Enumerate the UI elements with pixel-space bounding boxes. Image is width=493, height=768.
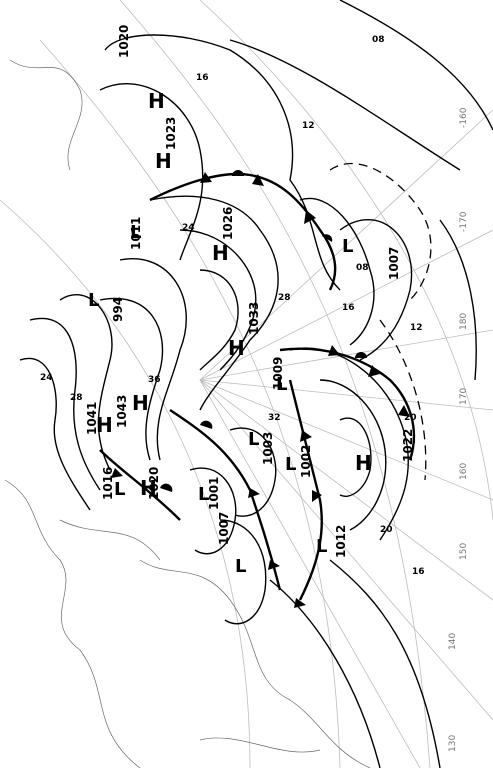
isobar-label: 16: [196, 73, 209, 83]
longitude-label: 140: [448, 633, 458, 650]
pressure-value: 1003: [261, 432, 275, 465]
pressure-value: 1022: [401, 429, 415, 462]
isobar-labels: 08 12 16 24 28 32 36 08 12 16 20 20 16 2…: [40, 35, 425, 577]
high-marker: H: [212, 241, 229, 265]
longitude-label: 130: [448, 735, 458, 752]
pressure-value: 994: [111, 297, 125, 322]
low-marker: L: [88, 290, 99, 311]
isobar-label: 16: [342, 303, 355, 313]
pressure-value: 1026: [221, 207, 235, 240]
pressure-value: 1007: [387, 247, 401, 280]
high-marker: H: [155, 149, 172, 173]
isobar-label: 16: [412, 567, 425, 577]
isobar-label: 08: [372, 35, 385, 45]
isobar-label: 12: [302, 121, 315, 131]
longitude-label: 160: [459, 463, 469, 480]
isobar-label: 08: [356, 263, 369, 273]
pressure-value: 1009: [271, 357, 285, 390]
isobar-label: 24: [182, 223, 195, 233]
low-marker: L: [316, 536, 327, 557]
pressure-value: 1020: [117, 25, 131, 58]
pressure-value: 1001: [207, 477, 221, 510]
longitude-label: 180: [459, 313, 469, 330]
low-marker: L: [276, 374, 287, 395]
low-marker: L: [130, 222, 141, 243]
longitude-label: -170: [459, 211, 469, 232]
isobar-label: 12: [410, 323, 423, 333]
pressure-centers: H 1020 H 1023 H 1026 H 1033 H 1022 H 104…: [85, 25, 415, 577]
isobar-label: 36: [148, 375, 161, 385]
high-marker: H: [140, 476, 157, 500]
pressure-value: 1041: [85, 402, 99, 435]
isobar-label: 32: [268, 413, 281, 423]
isobar-label: 20: [404, 413, 417, 423]
high-marker: H: [96, 413, 113, 437]
coastlines: [4, 59, 371, 768]
longitude-label: -160: [459, 107, 469, 128]
pressure-value: 1023: [164, 117, 178, 150]
high-marker: H: [132, 391, 149, 415]
low-marker: L: [248, 429, 259, 450]
isobar-label: 24: [40, 373, 53, 383]
high-marker: H: [355, 451, 372, 475]
longitude-label: 150: [459, 543, 469, 560]
isobars: [19, 0, 493, 768]
pressure-value: 1020: [147, 467, 161, 500]
low-marker: L: [235, 556, 246, 577]
pressure-value: 1043: [115, 395, 129, 428]
high-marker: H: [228, 336, 245, 360]
high-marker: H: [148, 89, 165, 113]
pressure-value: 1016: [101, 467, 115, 500]
pressure-value: 1002: [299, 445, 313, 478]
pressure-value: 1011: [129, 217, 143, 250]
isobar-label: 20: [380, 525, 393, 535]
pressure-value: 1012: [334, 525, 348, 558]
low-marker: L: [198, 484, 209, 505]
longitude-labels: -160 -170 180 170 160 150 140 130: [448, 107, 469, 752]
pressure-value: 1007: [217, 512, 231, 545]
fronts: [99, 170, 416, 608]
low-marker: L: [285, 454, 296, 475]
isobar-label: 28: [70, 393, 83, 403]
isobar-label: 28: [278, 293, 291, 303]
low-marker: L: [114, 479, 125, 500]
longitude-label: 170: [459, 388, 469, 405]
low-marker: L: [342, 236, 353, 257]
pressure-value: 1033: [247, 302, 261, 335]
